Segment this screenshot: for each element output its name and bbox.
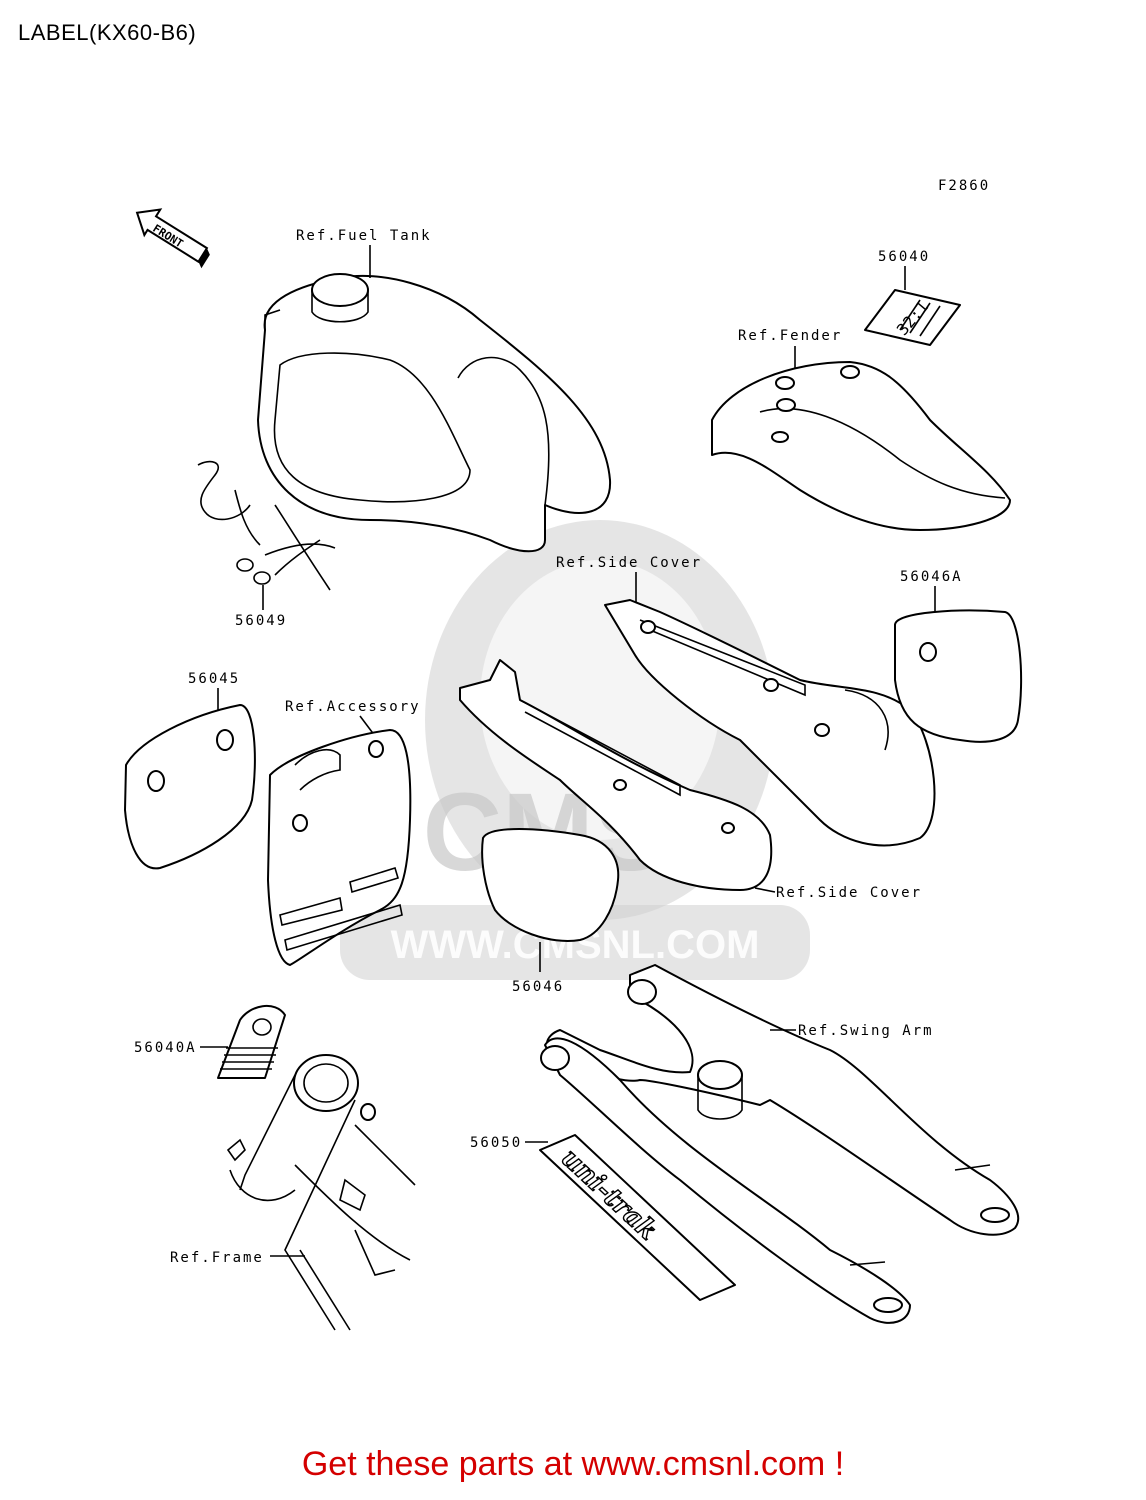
figure-code: F2860 bbox=[938, 178, 990, 194]
label-ref-side-cover-top: Ref.Side Cover bbox=[556, 555, 702, 571]
label-56040: 56040 bbox=[878, 249, 930, 265]
label-56045: 56045 bbox=[188, 671, 240, 687]
sticker-56046 bbox=[481, 828, 620, 942]
label-ref-swing-arm: Ref.Swing Arm bbox=[798, 1023, 934, 1039]
label-56046: 56046 bbox=[512, 979, 564, 995]
label-ref-fender: Ref.Fender bbox=[738, 328, 842, 344]
label-56040A: 56040A bbox=[134, 1040, 197, 1056]
label-ref-accessory: Ref.Accessory bbox=[285, 699, 421, 715]
frame bbox=[226, 1054, 416, 1331]
page-title: LABEL(KX60-B6) bbox=[18, 20, 197, 45]
number-plate-accessory bbox=[267, 729, 412, 966]
sticker-56046A bbox=[894, 609, 1023, 743]
fender bbox=[711, 361, 1011, 531]
label-ref-fuel-tank: Ref.Fuel Tank bbox=[296, 228, 432, 244]
label-ref-frame: Ref.Frame bbox=[170, 1250, 264, 1266]
sticker-56050-text: uni-trak bbox=[555, 1143, 663, 1246]
footer-promo-link[interactable]: Get these parts at www.cmsnl.com ! bbox=[301, 1445, 845, 1483]
side-cover-left bbox=[459, 659, 773, 891]
sticker-56040A bbox=[217, 1005, 286, 1079]
label-56046A: 56046A bbox=[900, 569, 963, 585]
label-56050: 56050 bbox=[470, 1135, 522, 1151]
fuel-tank bbox=[257, 245, 612, 553]
kx60-logo-sticker bbox=[197, 460, 336, 591]
swing-arm bbox=[540, 964, 1020, 1324]
front-arrow-icon: FRONT bbox=[135, 208, 210, 269]
side-cover-right bbox=[604, 599, 936, 847]
label-ref-side-cover-mid: Ref.Side Cover bbox=[776, 885, 922, 901]
sticker-56045 bbox=[124, 704, 256, 870]
sticker-56040: 32:1 bbox=[864, 289, 961, 346]
label-56049: 56049 bbox=[235, 613, 287, 629]
